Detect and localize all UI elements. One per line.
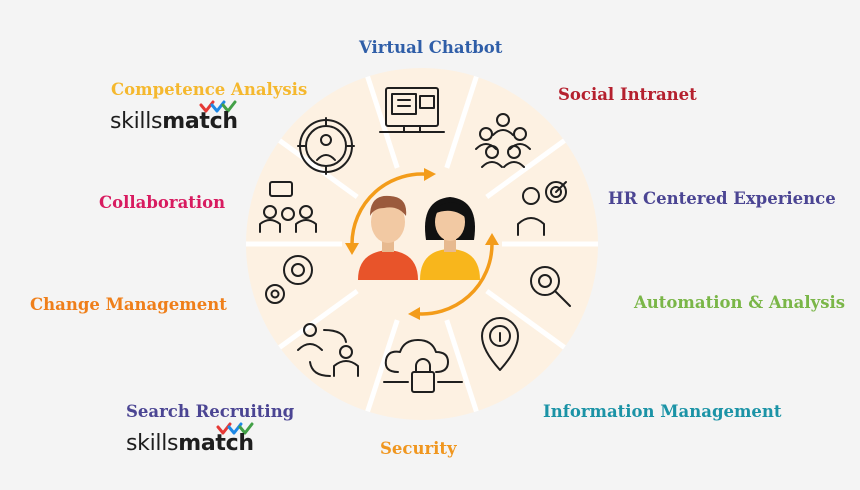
monitor-chat-icon	[379, 87, 445, 133]
wheel-divider	[278, 289, 359, 350]
skillsmatch-checks-icon	[199, 100, 237, 113]
label-collaboration: Collaboration	[99, 193, 226, 212]
gears-person-icon	[265, 255, 313, 304]
label-automation-analysis: Automation & Analysis	[634, 293, 846, 312]
crosshair-person-icon	[297, 117, 355, 175]
wheel-divider	[444, 319, 479, 413]
cycle-arrows-icon	[350, 172, 494, 316]
label-search-recruiting: Search Recruiting	[126, 402, 295, 421]
wheel-divider	[365, 319, 400, 413]
male-person-icon	[358, 195, 418, 280]
label-change-management: Change Management	[30, 295, 227, 314]
label-competence-analysis: Competence Analysis	[111, 80, 308, 99]
label-hr-centered-experience: HR Centered Experience	[608, 189, 836, 208]
skillsmatch-checks-icon	[216, 422, 254, 435]
wheel-divider	[365, 75, 400, 169]
team-chat-icon	[259, 181, 317, 233]
gear-magnifier-icon	[530, 266, 571, 307]
label-social-intranet: Social Intranet	[558, 85, 697, 104]
wheel-divider	[444, 75, 479, 169]
skillsmatch-logo: skillsmatch	[126, 431, 254, 456]
arrow-head-top	[424, 168, 436, 181]
target-person-icon	[517, 181, 567, 236]
label-security: Security	[380, 439, 457, 458]
wheel-divider	[485, 138, 566, 199]
cloud-lock-icon	[383, 339, 463, 393]
wheel-hub	[342, 164, 502, 324]
label-virtual-chatbot: Virtual Chatbot	[359, 38, 503, 57]
wheel-divider	[278, 138, 359, 199]
skillsmatch-logo: skillsmatch	[110, 109, 238, 134]
wheel-dividers	[246, 75, 598, 413]
recruit-exchange-icon	[297, 323, 359, 377]
info-pin-icon	[481, 317, 519, 371]
people-network-icon	[475, 113, 531, 168]
arrow-head-bottom	[408, 307, 420, 320]
female-person-icon	[420, 197, 480, 280]
label-information-management: Information Management	[543, 402, 782, 421]
wheel-divider	[485, 289, 566, 350]
